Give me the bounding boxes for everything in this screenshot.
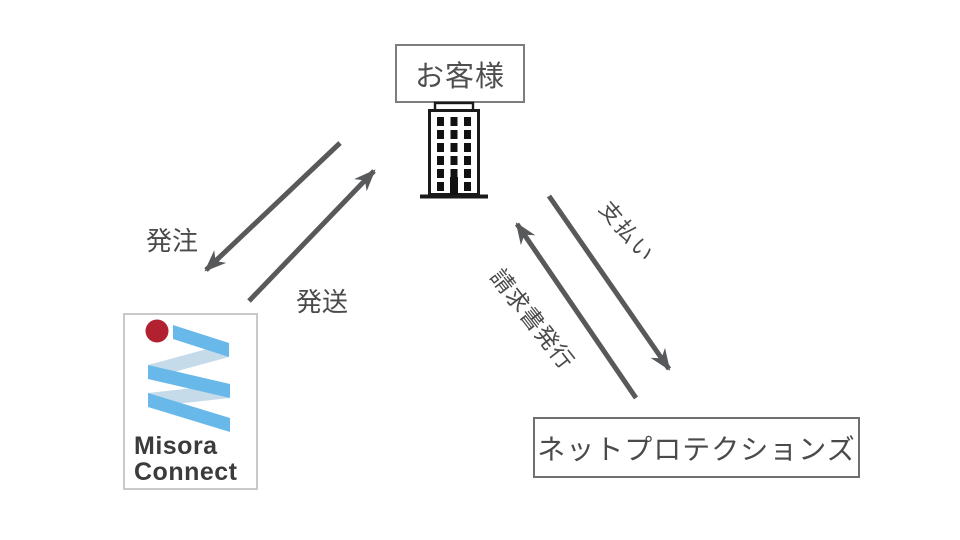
misora-name: Misora Connect (134, 433, 238, 485)
shipping-flow-label: 発送 (296, 287, 349, 317)
netprotections-label: ネットプロテクションズ (537, 433, 856, 465)
order-arrow (204, 141, 342, 272)
netprotections-node-box: ネットプロテクションズ (533, 417, 860, 478)
misora-logo-card: Misora Connect (123, 313, 258, 490)
shipping-arrow (247, 169, 376, 303)
building-icon (420, 101, 488, 199)
payment-arrow (546, 194, 672, 371)
order-flow-label: 発注 (146, 226, 199, 256)
customer-label: お客様 (414, 60, 505, 93)
misora-ribbon-icon (145, 319, 230, 432)
customer-node-box: お客様 (395, 44, 525, 103)
misora-name-line1: Misora (134, 432, 218, 460)
misora-name-line2: Connect (134, 458, 238, 486)
invoice-arrow (514, 222, 639, 400)
